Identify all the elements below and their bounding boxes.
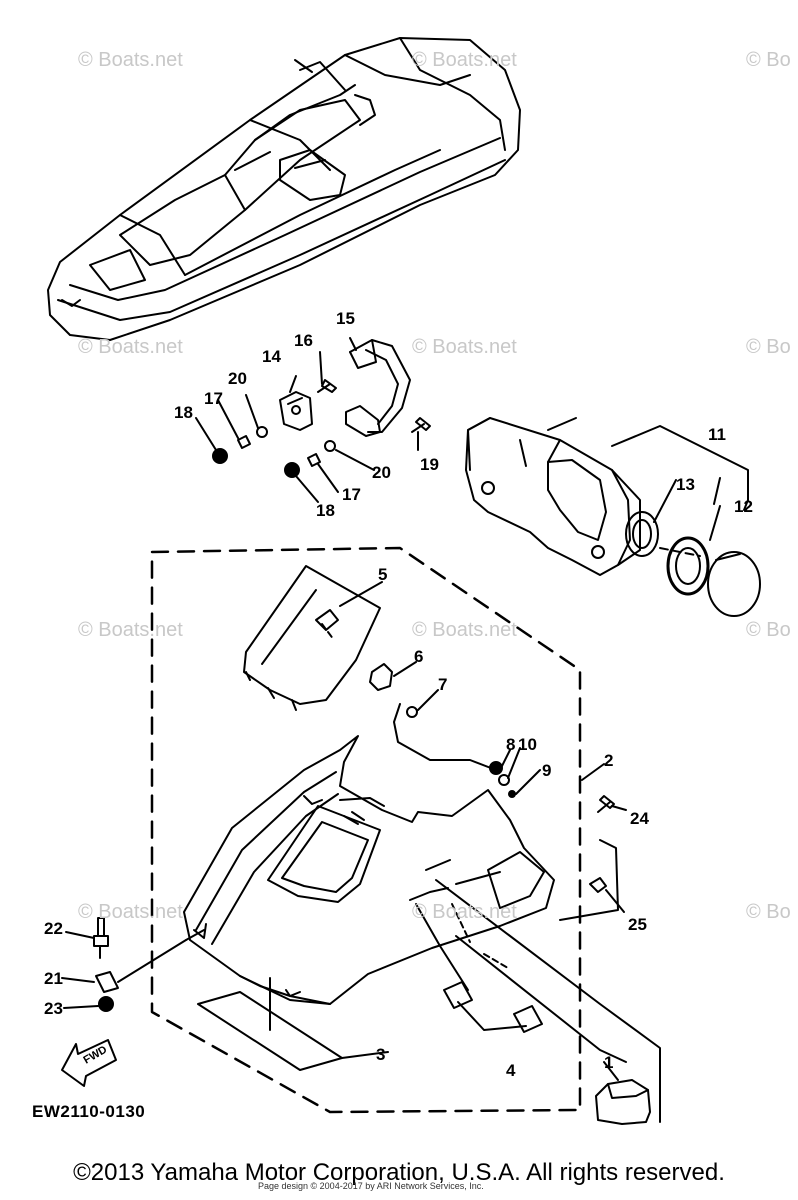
copyright-notice: ©2013 Yamaha Motor Corporation, U.S.A. A…: [73, 1159, 725, 1186]
callout-12: 12: [734, 497, 753, 516]
callout-1: 1: [604, 1053, 613, 1072]
callout-8: 8: [506, 735, 515, 754]
watermark-text: © Boats.net: [78, 336, 183, 358]
callout-19: 19: [420, 455, 439, 474]
cover-part-1: [595, 1079, 651, 1125]
watermark-text: © Bo: [746, 901, 791, 923]
parts-diagram: © Boats.net © Boats.net © Bo © Boats.net…: [44, 37, 791, 1125]
callout-16: 16: [294, 331, 313, 350]
callout-23: 23: [44, 999, 63, 1018]
callout-20: 20: [372, 463, 391, 482]
watermark-text: © Boats.net: [412, 619, 517, 641]
callout-14: 14: [262, 347, 281, 366]
callout-13: 13: [676, 475, 695, 494]
box-assembly: [465, 417, 761, 617]
callout-22: 22: [44, 919, 63, 938]
watermark-text: © Bo: [746, 336, 791, 358]
page-design-credit: Page design © 2004-2017 by ARI Network S…: [258, 1181, 484, 1191]
callout-25: 25: [628, 915, 647, 934]
fwd-label: FWD: [82, 1044, 110, 1067]
watermark-text: © Boats.net: [412, 49, 517, 71]
callout-17: 17: [342, 485, 361, 504]
lid-assembly: [243, 565, 516, 798]
callout-18: 18: [174, 403, 193, 422]
fwd-arrow-icon: [61, 1039, 117, 1087]
watermark-text: © Boats.net: [412, 901, 517, 923]
callout-20: 20: [228, 369, 247, 388]
diagram-reference-code: EW2110-0130: [32, 1102, 146, 1121]
watermark-text: © Boats.net: [412, 336, 517, 358]
callout-6: 6: [414, 647, 423, 666]
callout-15: 15: [336, 309, 355, 328]
callout-17: 17: [204, 389, 223, 408]
group-outline: [150, 546, 582, 1114]
callout-11: 11: [708, 425, 726, 444]
watermark-text: © Bo: [746, 49, 791, 71]
callout-21: 21: [44, 969, 63, 988]
watermark-text: © Boats.net: [78, 901, 183, 923]
watermark-text: © Boats.net: [78, 619, 183, 641]
watermark-text: © Bo: [746, 619, 791, 641]
callout-7: 7: [438, 675, 447, 694]
callout-24: 24: [630, 809, 649, 828]
watercraft-illustration: [47, 37, 521, 341]
callout-10: 10: [518, 735, 537, 754]
fastener-stack: [61, 917, 205, 1012]
callout-5: 5: [378, 565, 387, 584]
callout-4: 4: [506, 1061, 516, 1080]
callout-2: 2: [604, 751, 613, 770]
callout-3: 3: [376, 1045, 385, 1064]
callout-labels: 1 2 3 4 5 6 7 8 9 10 11 12 13 14 15 16 1…: [44, 309, 753, 1080]
callout-9: 9: [542, 761, 551, 780]
mounting-hardware-cluster: [195, 337, 431, 503]
watermark-text: © Boats.net: [78, 49, 183, 71]
callout-18: 18: [316, 501, 335, 520]
hood-assembly: [183, 735, 661, 1123]
